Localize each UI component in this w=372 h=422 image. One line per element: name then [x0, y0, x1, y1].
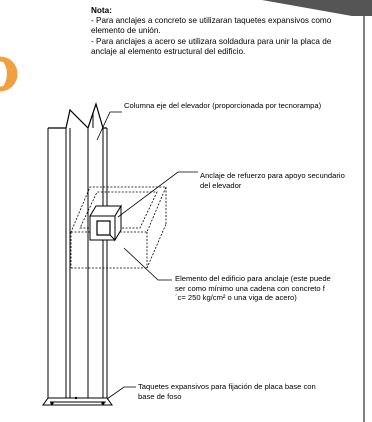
note-block: Nota: - Para anclajes a concreto se util…: [91, 6, 353, 57]
note-title: Nota:: [91, 6, 112, 15]
orange-arc-stroke: [0, 56, 18, 92]
anchor-label: Anclaje de refuerzo para apoyo secundari…: [200, 171, 345, 190]
base-bolts: [50, 396, 105, 405]
corner-band: [262, 0, 372, 16]
building-element-label: Elemento del edificio para anclaje (este…: [175, 274, 331, 303]
column: [42, 101, 113, 406]
note-line-steel: - Para anclajes a acero se utilizara sol…: [91, 36, 332, 56]
leader-lines: [96, 111, 198, 400]
note-line-concrete: - Para anclajes a concreto se utilizaran…: [91, 16, 332, 36]
taquetes-label: Taquetes expansivos para fijación de pla…: [138, 382, 316, 401]
anchor-plate: [89, 204, 122, 242]
column-label: Columna eje del elevador (proporcionada …: [124, 101, 322, 110]
